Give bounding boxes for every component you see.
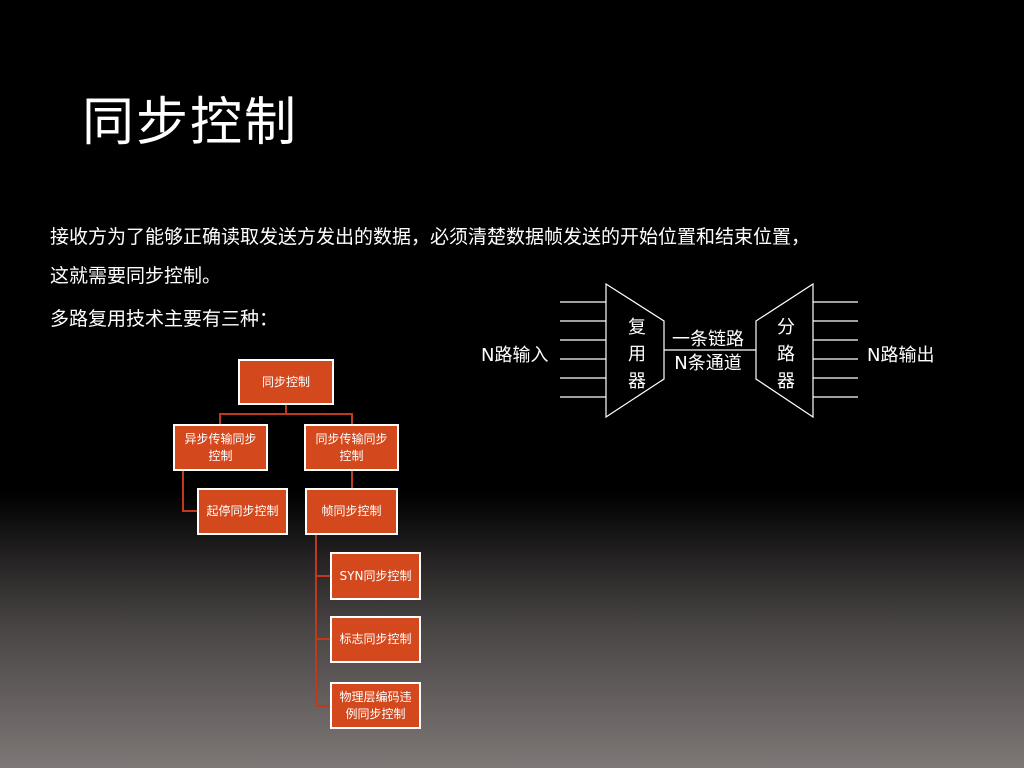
demultiplexer-char: 路 (777, 344, 795, 365)
tree-node-async: 异步传输同步控制 (173, 424, 268, 471)
slide-title: 同步控制 (82, 93, 299, 153)
tree-node-frame: 帧同步控制 (305, 488, 398, 535)
paragraph-multiplexing: 多路复用技术主要有三种： (50, 308, 279, 330)
demultiplexer-label: 分 路 器 (776, 314, 796, 395)
tree-node-flag: 标志同步控制 (330, 616, 421, 663)
tree-node-syn: SYN同步控制 (330, 552, 421, 600)
paragraph-line-1: 接收方为了能够正确读取发送方发出的数据，必须清楚数据帧发送的开始位置和结束位置， (50, 226, 811, 248)
demultiplexer-char: 分 (777, 317, 795, 338)
multiplexer-label: 复 用 器 (627, 314, 647, 395)
demultiplexer-shape (755, 282, 814, 419)
link-label-line-1: 一条链路 (672, 329, 744, 350)
multiplexer-diagram (560, 282, 858, 419)
link-label-line-2: N条通道 (674, 353, 742, 374)
connector-frame-children (315, 535, 330, 707)
connector-root-children (219, 405, 353, 424)
tree-node-physical: 物理层编码违例同步控制 (330, 682, 421, 729)
demultiplexer-char: 器 (777, 371, 795, 392)
multiplexer-shape (605, 282, 665, 419)
output-label: N路输出 (867, 345, 935, 366)
tree-node-root: 同步控制 (238, 359, 334, 405)
multiplexer-char: 用 (628, 344, 646, 365)
tree-node-sync: 同步传输同步控制 (304, 424, 399, 471)
paragraph-line-2: 这就需要同步控制。 (50, 265, 222, 287)
multiplexer-char: 复 (628, 317, 646, 338)
connector-async-startstop (182, 471, 197, 512)
tree-node-start-stop: 起停同步控制 (197, 488, 288, 535)
link-label: 一条链路 N条通道 (672, 328, 744, 376)
multiplexer-char: 器 (628, 371, 646, 392)
input-label: N路输入 (481, 345, 549, 366)
